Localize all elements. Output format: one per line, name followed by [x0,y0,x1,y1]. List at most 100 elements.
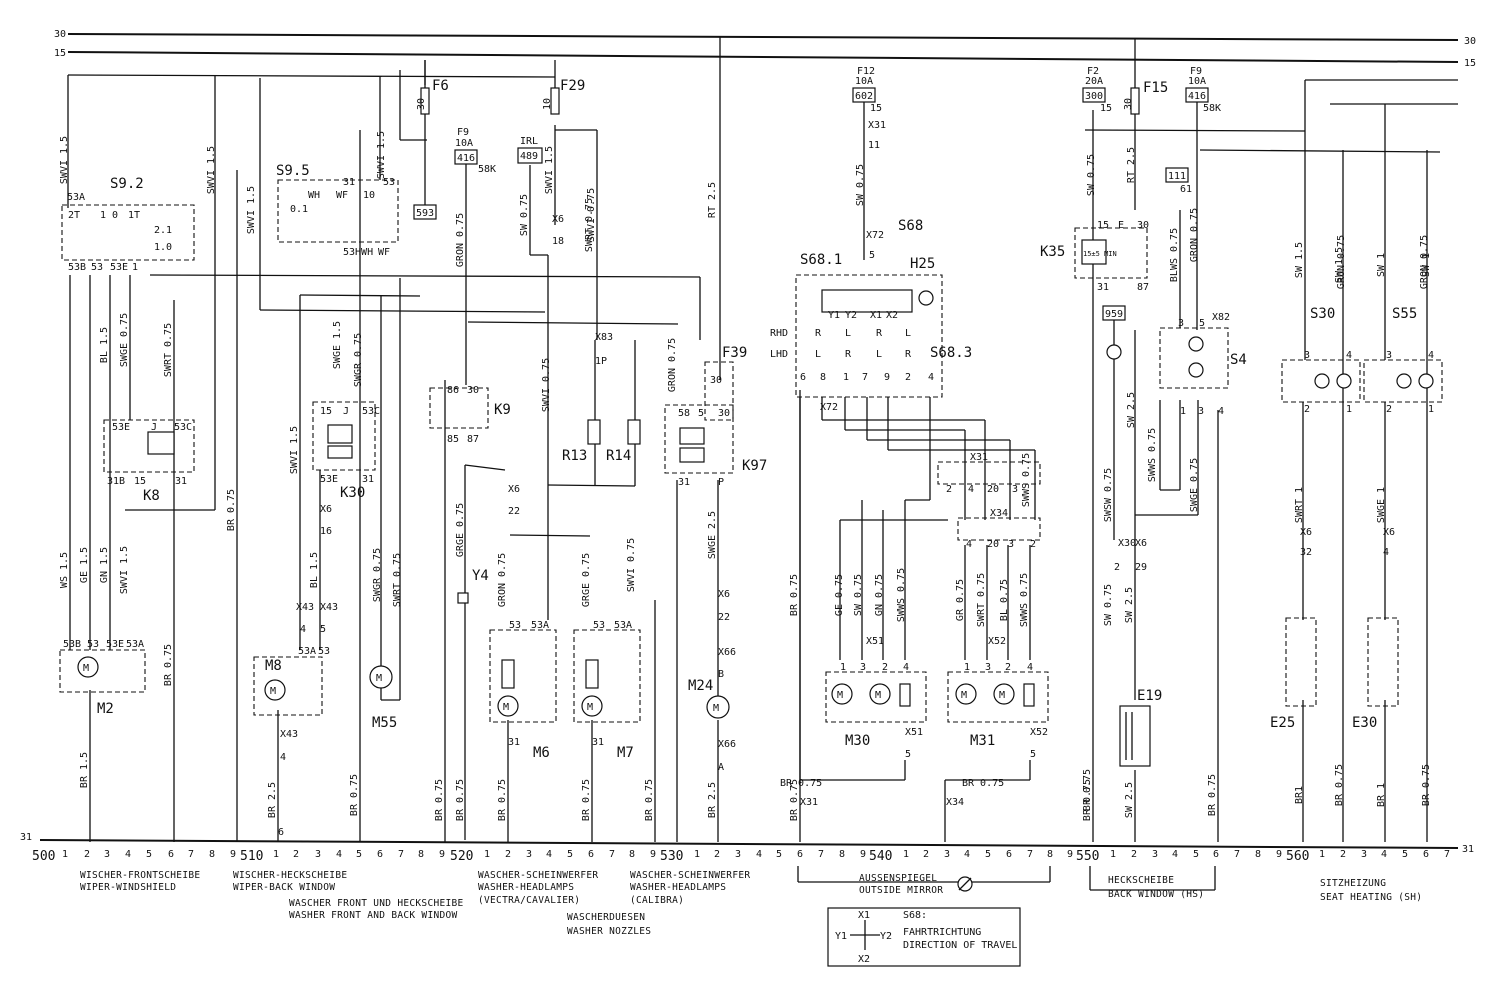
svg-text:5: 5 [1402,849,1408,860]
wire-label: GRGE 0.75 [455,503,466,557]
svg-text:5: 5 [320,624,326,635]
svg-text:Y2: Y2 [880,931,892,942]
wire-label: BR 0.75 [455,779,466,821]
wire-label: BR 0.75 [349,774,360,816]
svg-text:X66: X66 [718,739,736,750]
svg-text:1: 1 [964,662,970,673]
svg-text:X43: X43 [296,602,314,613]
svg-text:8: 8 [1255,849,1261,860]
wire-label: BLWS 0.75 [1169,228,1180,282]
svg-text:7: 7 [398,849,404,860]
svg-text:30: 30 [1137,220,1149,231]
svg-text:5: 5 [567,849,573,860]
svg-text:K30: K30 [340,485,365,501]
svg-text:2: 2 [923,849,929,860]
svg-text:Y1: Y1 [828,310,840,321]
svg-text:SEAT HEATING (SH): SEAT HEATING (SH) [1320,892,1422,903]
fuses: F6 30 593 F29 10 F9 10A 416 58K IRL 489 [413,60,1221,385]
rail-30-label-right: 30 [1464,36,1476,47]
svg-text:X34: X34 [946,797,964,808]
svg-text:5: 5 [698,408,704,419]
wire-label: GRON 0.75 [1189,208,1200,262]
svg-text:58: 58 [678,408,690,419]
svg-text:10A: 10A [855,76,873,87]
svg-text:WF: WF [378,247,390,258]
svg-text:15: 15 [1100,103,1112,114]
svg-text:F12: F12 [857,66,875,77]
svg-text:7: 7 [1444,849,1450,860]
fuse-f12: F12 10A 602 15 [852,66,882,260]
svg-text:87: 87 [467,434,479,445]
svg-text:X66: X66 [718,647,736,658]
svg-text:30: 30 [1123,98,1134,110]
svg-text:5: 5 [1193,849,1199,860]
rail-30-label-left: 30 [54,29,66,40]
wire-label: SW 0.75 [1103,584,1114,626]
svg-text:4: 4 [1027,662,1033,673]
col-540: 540 [869,849,892,864]
svg-text:5: 5 [905,749,911,760]
wire-label: SW 1.5 [1334,247,1345,283]
svg-text:2: 2 [1131,849,1137,860]
wire-label: SWVI 1.5 [376,131,387,179]
svg-text:30: 30 [718,408,730,419]
wire-label: BR 2.5 [267,782,278,818]
svg-text:6: 6 [800,372,806,383]
col-560: 560 [1286,849,1309,864]
svg-text:6: 6 [377,849,383,860]
wire-label: GRGE 0.75 [581,553,592,607]
svg-text:3: 3 [1012,484,1018,495]
svg-text:S68.3: S68.3 [930,345,972,361]
svg-text:1T: 1T [128,210,140,221]
svg-text:4: 4 [280,752,286,763]
svg-text:WIPER-BACK WINDOW: WIPER-BACK WINDOW [233,882,335,893]
svg-text:85: 85 [447,434,459,445]
wire-label: SWVI 1.5 [206,146,217,194]
wire-label: BR 2.5 [707,782,718,818]
wire-label: BR 0.75 [644,779,655,821]
wire-label: SWVI 1.5 [246,186,257,234]
svg-text:30: 30 [416,98,427,110]
svg-text:F39: F39 [722,345,747,361]
svg-text:BR 0.75: BR 0.75 [962,778,1004,789]
svg-text:1: 1 [484,849,490,860]
wire-label: BL 1.5 [99,327,110,363]
svg-text:F29: F29 [560,78,585,94]
svg-text:K9: K9 [494,402,511,418]
svg-text:0.1: 0.1 [290,204,308,215]
svg-text:X6: X6 [1135,538,1147,549]
svg-text:2: 2 [293,849,299,860]
wire-label: SWVI 0.75 [586,188,597,242]
section-captions: WISCHER-FRONTSCHEIBE WIPER-WINDSHIELD WI… [80,870,1422,937]
svg-text:593: 593 [416,208,434,219]
svg-text:4: 4 [125,849,131,860]
wire-label: SWRT 0.75 [392,553,403,607]
svg-text:S9.2: S9.2 [110,176,144,192]
svg-text:3: 3 [735,849,741,860]
svg-text:M7: M7 [617,745,634,761]
wire-label: SW 2.5 [1124,587,1135,623]
col-510: 510 [240,849,263,864]
wire-label: SWGE 0.75 [1189,458,1200,512]
rail-31 [39,839,1459,849]
svg-text:2: 2 [1005,662,1011,673]
wire-label: GRON 0.75 [1419,235,1430,289]
svg-text:53B: 53B [63,639,81,650]
svg-text:K97: K97 [742,458,767,474]
wire-label: SW 1.5 [1294,242,1305,278]
box-489: IRL 489 [517,136,543,164]
svg-text:53C: 53C [174,422,192,433]
wire-label: GRON 0.75 [1336,235,1347,289]
svg-text:2: 2 [1304,404,1310,415]
svg-text:R: R [845,349,852,360]
wire-label: SWGE 0.75 [119,313,130,367]
svg-text:416: 416 [1188,91,1206,102]
svg-text:61: 61 [1180,184,1192,195]
svg-text:31: 31 [362,474,374,485]
svg-text:9: 9 [1276,849,1282,860]
wire-label: BR 0.75 [497,779,508,821]
svg-text:2: 2 [84,849,90,860]
svg-text:X6: X6 [552,214,564,225]
motor-m31a-icon [955,683,977,705]
svg-text:58K: 58K [1203,103,1221,114]
